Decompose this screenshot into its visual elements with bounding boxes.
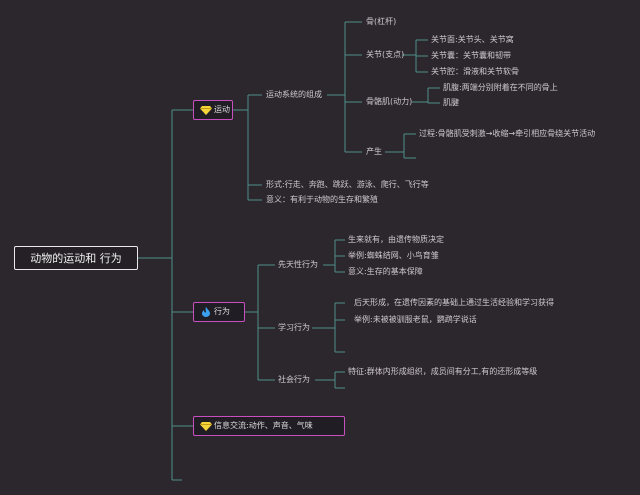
node-innate-def[interactable]: 生来就有，由遗传物质决定 xyxy=(348,235,444,244)
node-tendon[interactable]: 肌腱 xyxy=(443,98,459,107)
branch-label: 运动 xyxy=(214,105,230,114)
node-skeletal-muscle[interactable]: 骨骼肌(动力) xyxy=(366,97,413,106)
node-joint-capsule[interactable]: 关节囊：关节囊和韧带 xyxy=(431,51,511,60)
diamond-icon xyxy=(200,421,212,431)
node-joint-cavity[interactable]: 关节腔：滑液和关节软骨 xyxy=(431,67,519,76)
node-innate-meaning[interactable]: 意义:生存的基本保障 xyxy=(348,267,423,276)
node-muscle-belly[interactable]: 肌腹:两端分别附着在不同的骨上 xyxy=(443,83,558,92)
node-learned-behavior[interactable]: 学习行为 xyxy=(278,323,310,332)
node-learned-def[interactable]: 后天形成，在遗传因素的基础上通过生活经验和学习获得 xyxy=(354,298,554,307)
node-produce-process[interactable]: 过程:骨骼肌受刺激→收缩→牵引相应骨绕关节活动 xyxy=(419,129,596,138)
branch-node-movement[interactable]: 运动 xyxy=(193,100,233,120)
node-innate-example[interactable]: 举例:蜘蛛结网、小鸟育雏 xyxy=(348,251,439,260)
node-produce[interactable]: 产生 xyxy=(366,147,382,156)
node-movement-meaning[interactable]: 意义：有利于动物的生存和繁殖 xyxy=(266,195,378,204)
node-social-feature[interactable]: 特征:群体内形成组织，成员间有分工,有的还形成等级 xyxy=(348,367,538,376)
node-bone[interactable]: 骨(杠杆) xyxy=(366,17,397,26)
node-joint[interactable]: 关节(支点) xyxy=(366,50,405,59)
node-learned-example[interactable]: 举例:未被被驯服老鼠，鹦鹉学说话 xyxy=(354,315,477,324)
branch-label: 信息交流:动作、声音、气味 xyxy=(214,421,313,430)
node-innate-behavior[interactable]: 先天性行为 xyxy=(278,260,318,269)
diamond-icon xyxy=(200,105,212,115)
node-movement-forms[interactable]: 形式:行走、奔跑、跳跃、游泳、爬行、飞行等 xyxy=(266,180,429,189)
branch-label: 行为 xyxy=(214,307,230,316)
node-social-behavior[interactable]: 社会行为 xyxy=(278,375,310,384)
node-motor-system[interactable]: 运动系统的组成 xyxy=(266,90,322,99)
root-node[interactable]: 动物的运动和 行为 xyxy=(14,246,138,270)
branch-node-communication[interactable]: 信息交流:动作、声音、气味 xyxy=(193,416,345,436)
flame-icon xyxy=(202,306,210,317)
branch-node-behavior[interactable]: 行为 xyxy=(193,302,245,322)
node-joint-surface[interactable]: 关节面:关节头、关节窝 xyxy=(431,35,514,44)
